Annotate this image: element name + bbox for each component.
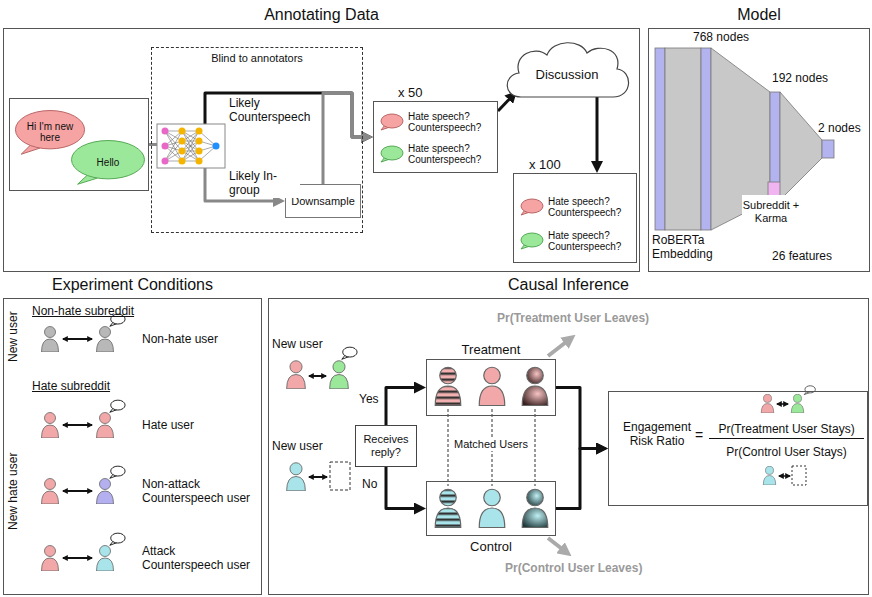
connector-arrow xyxy=(556,449,602,509)
node-text: Engagement Risk Ratio xyxy=(617,420,697,449)
node-text: Pr(Treatment User Stays) xyxy=(709,422,864,439)
label-text: 26 features xyxy=(772,250,832,264)
speech-bubble: Hello xyxy=(70,139,146,185)
node-text: Annotating Data xyxy=(4,6,639,24)
label-text: Hate user xyxy=(142,419,194,433)
bubble-shape xyxy=(378,145,404,163)
result-box: Engagement Risk Ratio= Pr(Treatment User … xyxy=(608,391,868,506)
bubble-shape xyxy=(518,198,544,216)
connector-arrow xyxy=(386,388,420,426)
label-text: 192 nodes xyxy=(772,72,828,86)
panel: Experiment Conditions xyxy=(3,298,262,595)
annotation-item: Hate speech? Counterspeech? xyxy=(518,226,634,256)
node-text: Hate speech? Counterspeech? xyxy=(408,111,492,133)
feature-box: Subreddit + Karma xyxy=(742,195,800,229)
node-text: x 50 xyxy=(398,85,423,100)
node-text: Hate speech? Counterspeech? xyxy=(408,143,492,165)
label-text: RoBERTa Embedding xyxy=(652,234,722,262)
node-text: Pr(Control User Stays) xyxy=(709,445,864,459)
label-text: New user xyxy=(272,338,323,352)
label-text: Matched Users xyxy=(452,438,530,451)
node-text: Hate speech? Counterspeech? xyxy=(548,230,632,252)
node-text: = xyxy=(695,427,703,443)
connector-arrow xyxy=(498,95,513,111)
neural-net-icon xyxy=(157,124,225,168)
connector-arrow xyxy=(386,467,420,509)
label-text: New user xyxy=(7,311,21,362)
node-text: Receives reply? xyxy=(356,433,416,458)
label-text: Hate subreddit xyxy=(32,380,110,394)
conversation-box: Hi I'm new hereHello xyxy=(9,98,149,191)
bubble-shape xyxy=(378,113,404,131)
node-text: Hate speech? Counterspeech? xyxy=(548,196,632,218)
edge-label: Yes xyxy=(358,393,380,407)
label-text: 768 nodes xyxy=(693,31,749,45)
annotation-box: x 50Hate speech? Counterspeech?Hate spee… xyxy=(373,101,498,173)
node-text: x 100 xyxy=(529,157,561,172)
annotation-box: x 100Hate speech? Counterspeech?Hate spe… xyxy=(513,173,637,263)
label-text: 2 nodes xyxy=(818,122,861,136)
model-layers xyxy=(655,48,834,230)
label-text: Attack Counterspeech user xyxy=(142,545,256,573)
group-box: Control xyxy=(426,481,556,536)
label-text: Pr(Treatment User Leaves) xyxy=(497,312,649,326)
node-text: Hello xyxy=(89,157,128,168)
node-text: Control xyxy=(427,539,555,554)
label-text: New user xyxy=(272,440,323,454)
decision-box: Receives reply? xyxy=(355,425,417,467)
connector-arrow xyxy=(323,93,367,184)
panel: Causal InferenceReceives reply?Treatment… xyxy=(268,298,869,595)
label-text: Non-attack Counterspeech user xyxy=(142,478,256,506)
edge-label: No xyxy=(361,478,378,492)
node-text: Blind to annotators xyxy=(152,52,362,64)
group-box: Treatment xyxy=(426,359,556,416)
edge-label: Likely Counterspeech xyxy=(228,97,318,125)
node-text: Model xyxy=(649,6,869,24)
annotation-item: Hate speech? Counterspeech? xyxy=(378,139,494,169)
node-text: Causal Inference xyxy=(269,276,868,294)
label-text: Pr(Control User Leaves) xyxy=(505,562,642,576)
speech-bubble: Hi I'm new here xyxy=(14,109,86,155)
node-text: Treatment xyxy=(427,342,555,357)
connector-arrow xyxy=(596,97,599,167)
label-text: Non-hate user xyxy=(142,333,218,347)
node-text: Experiment Conditions xyxy=(4,276,261,294)
condition-figures xyxy=(42,314,126,571)
label-text: New hate user xyxy=(7,453,21,530)
label-text: Non-hate subreddit xyxy=(32,305,134,319)
annotation-item: Hate speech? Counterspeech? xyxy=(518,192,634,222)
panel: Annotating DataHi I'm new hereHelloBlind… xyxy=(3,28,640,272)
node-text: Hi I'm new here xyxy=(14,121,86,143)
node-text: Downsample xyxy=(291,195,355,207)
discussion-cloud: Discussion xyxy=(501,37,633,101)
edge-label: Likely In-group xyxy=(228,170,300,198)
annotation-item: Hate speech? Counterspeech? xyxy=(378,107,494,137)
bubble-shape xyxy=(518,232,544,250)
connector-arrow xyxy=(556,388,602,449)
blind-region: Blind to annotatorsDownsample xyxy=(151,47,363,233)
node-text: Subreddit + Karma xyxy=(742,199,800,224)
node-text: Discussion xyxy=(536,57,599,82)
